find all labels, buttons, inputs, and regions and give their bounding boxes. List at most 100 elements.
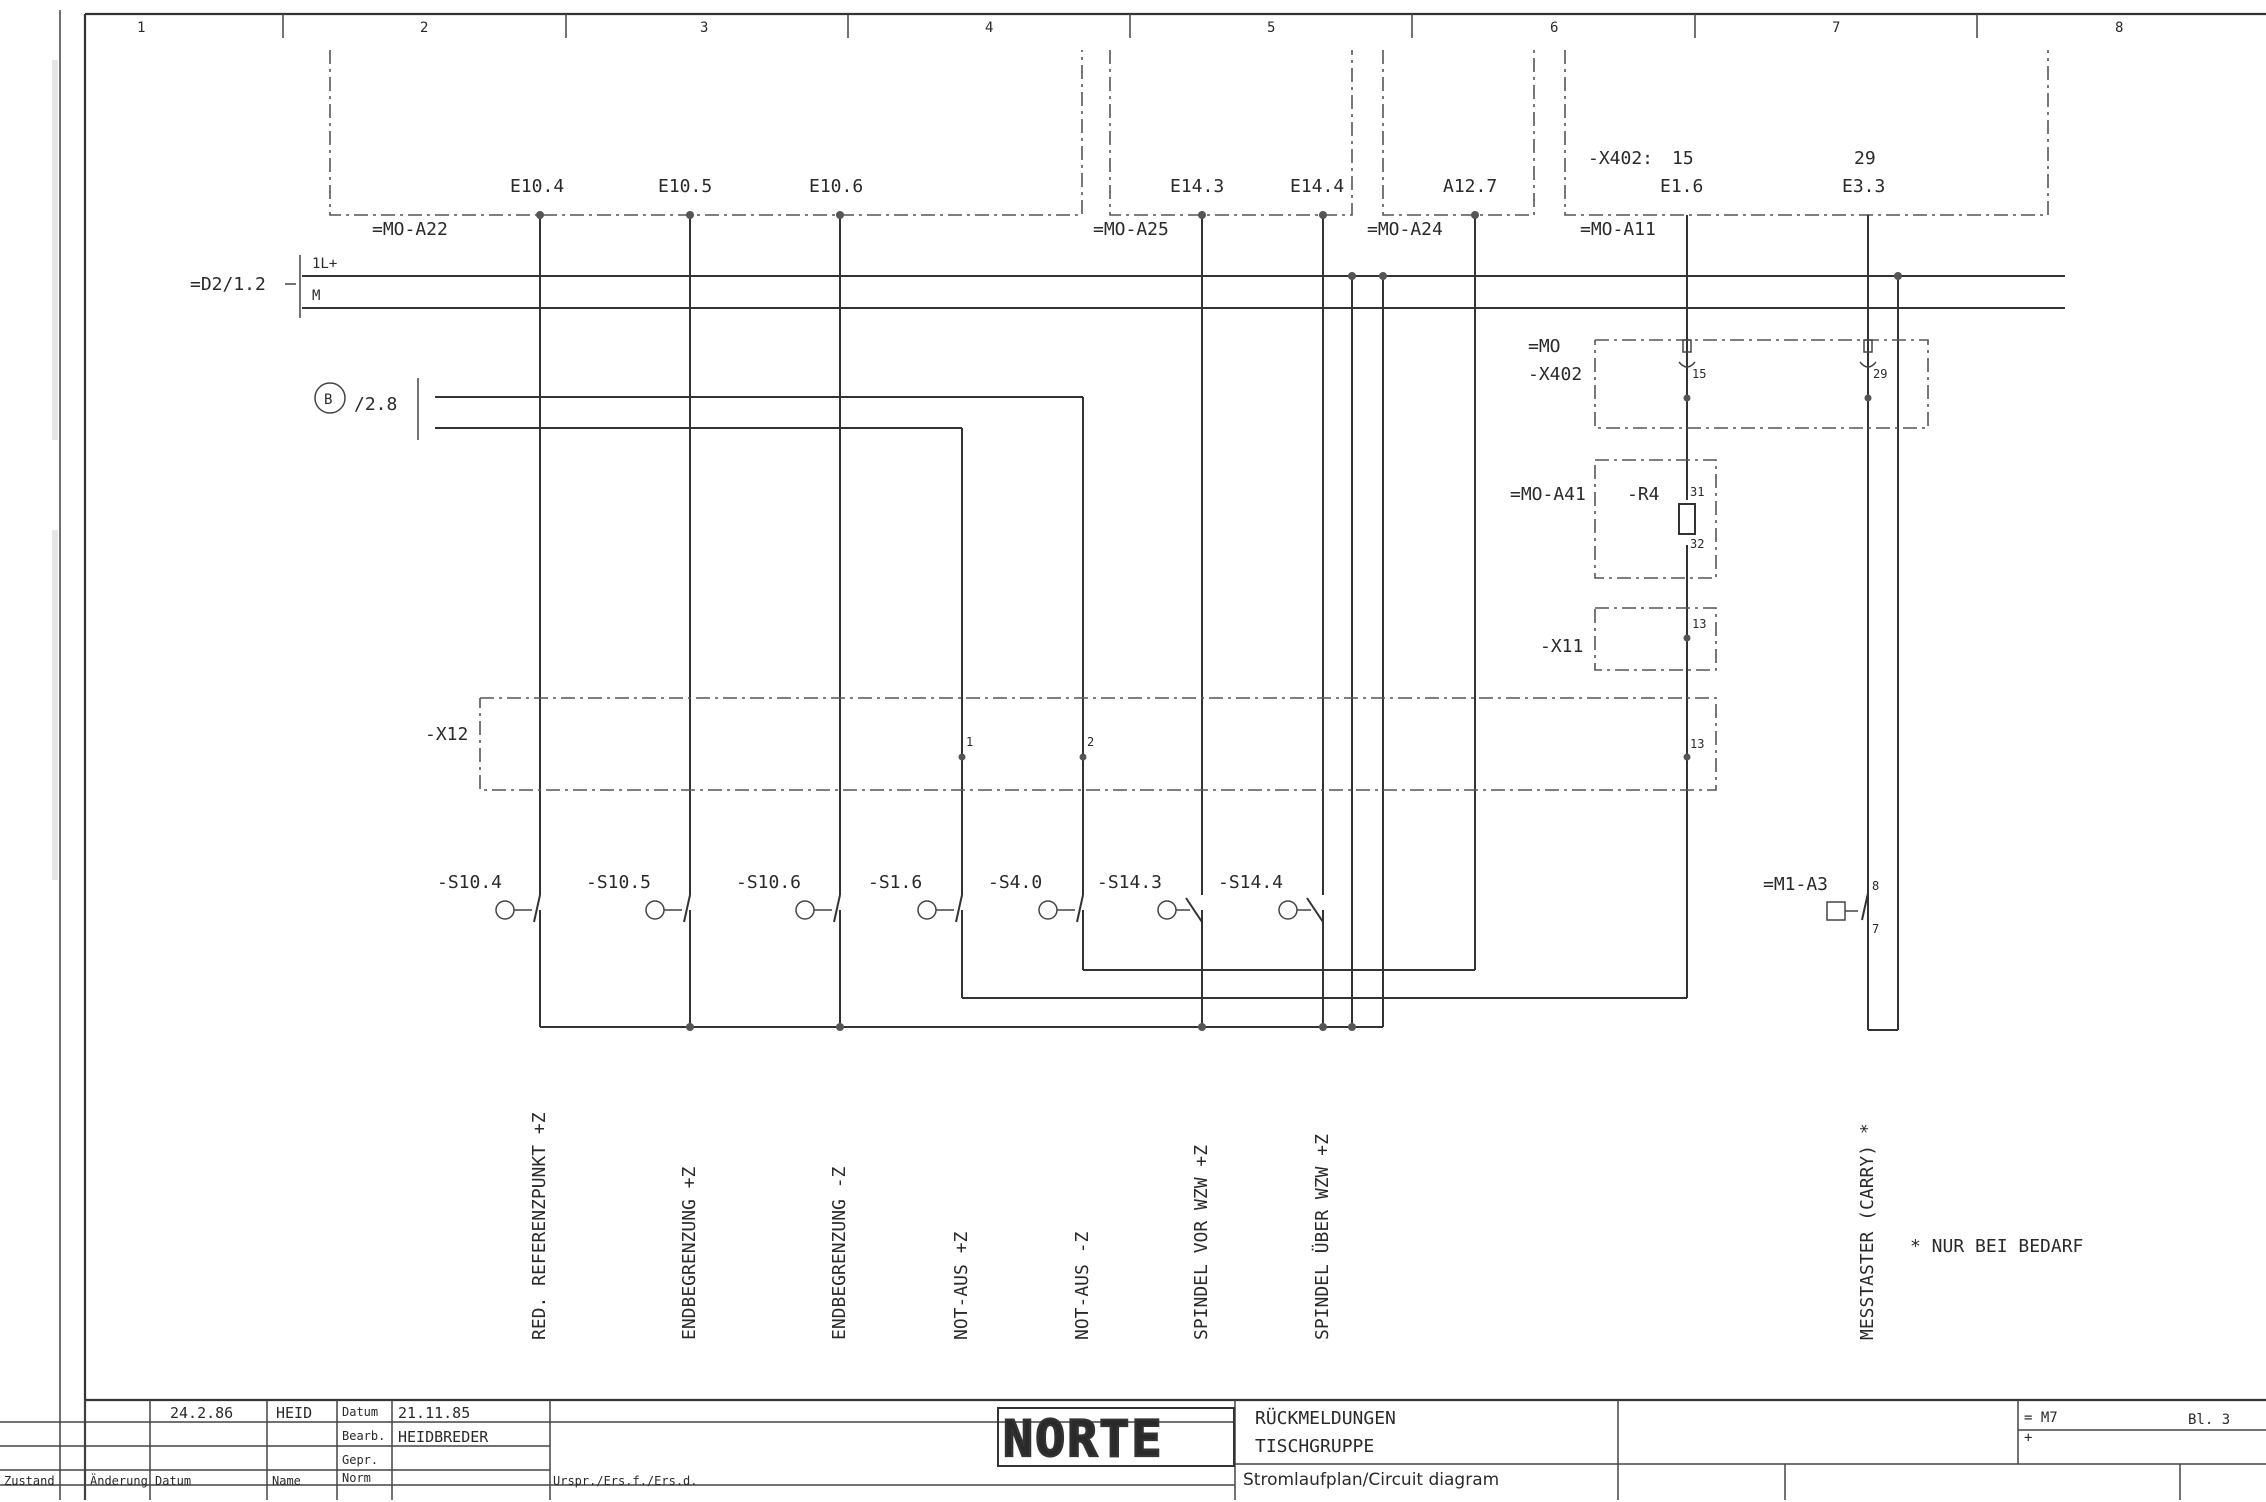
function-label: NOT-AUS +Z — [951, 1231, 972, 1340]
terminal-x12: -X12 1 2 13 — [425, 697, 1717, 791]
input-label: E10.5 — [658, 176, 712, 197]
function-labels: RED. REFERENZPUNKT +Z ENDBEGRENZUNG +Z E… — [529, 1112, 2083, 1340]
switch-s10-6: -S10.6 — [736, 872, 841, 923]
column-number: 3 — [700, 20, 708, 36]
function-label: SPINDEL ÜBER WZW +Z — [1311, 1134, 1333, 1340]
function-label: ENDBEGRENZUNG -Z — [829, 1166, 850, 1340]
switch-label: -S14.4 — [1218, 872, 1283, 893]
terminal-label: -X11 — [1540, 636, 1583, 657]
pin-label: 29 — [1873, 367, 1887, 381]
title-line-2: TISCHGRUPPE — [1255, 1436, 1374, 1457]
function-label: ENDBEGRENZUNG +Z — [679, 1166, 700, 1340]
datum-value: 21.11.85 — [398, 1404, 470, 1422]
supply-rails: =D2/1.2 1L+ M — [190, 255, 2065, 318]
module-box-a25: =MO-A25 — [1093, 50, 1353, 240]
input-label: E14.3 — [1170, 176, 1224, 197]
bearb-label: Bearb. — [342, 1429, 385, 1443]
sheet-number: Bl. 3 — [2188, 1412, 2230, 1428]
switch-label: =M1-A3 — [1763, 874, 1828, 895]
pin-label: 31 — [1690, 485, 1704, 499]
switch-label: -S1.6 — [868, 872, 922, 893]
document-type: Stromlaufplan/Circuit diagram — [1243, 1470, 1499, 1490]
function-label: SPINDEL VOR WZW +Z — [1191, 1145, 1212, 1340]
pin-label: 32 — [1690, 537, 1704, 551]
datum-label: Datum — [342, 1405, 378, 1419]
switch-s10-5: -S10.5 — [586, 872, 691, 923]
column-number: 1 — [137, 20, 145, 36]
junction-dots — [536, 211, 1902, 1031]
bearb-value: HEIDBREDER — [398, 1428, 489, 1446]
module-box-a22: =MO-A22 — [329, 50, 1083, 240]
column-number: 7 — [1832, 20, 1840, 36]
terminal-x402: =MO -X402 15 29 — [1528, 336, 1929, 429]
switch-label: -S10.5 — [586, 872, 651, 893]
rail-label-m: M — [312, 288, 320, 304]
cross-reference-letter: B — [324, 392, 332, 408]
function-label: NOT-AUS -Z — [1072, 1231, 1093, 1340]
switch-label: -S14.3 — [1097, 872, 1162, 893]
pin-label: 7 — [1872, 922, 1879, 936]
logo-frame — [997, 1407, 1235, 1467]
location-designation: + — [2024, 1430, 2032, 1446]
supply-reference: =D2/1.2 — [190, 274, 266, 295]
pin-label: 15 — [1692, 367, 1706, 381]
input-label: E3.3 — [1842, 176, 1885, 197]
terminal-label: =MO — [1528, 336, 1561, 357]
terminal-label: -X12 — [425, 724, 468, 745]
switch-s1-6: -S1.6 — [868, 872, 963, 923]
column-number: 4 — [985, 20, 993, 36]
change-date: 24.2.86 — [170, 1404, 233, 1422]
footnote: * NUR BEI BEDARF — [1910, 1236, 2083, 1257]
title-line-1: RÜCKMELDUNGEN — [1255, 1407, 1396, 1429]
switch-label: -S10.6 — [736, 872, 801, 893]
column-number: 6 — [1550, 20, 1558, 36]
change-name: HEID — [276, 1404, 312, 1422]
switch-s4-0: -S4.0 — [988, 872, 1084, 923]
norm-label: Norm — [342, 1471, 371, 1485]
module-box-a11: =MO-A11 — [1564, 50, 2049, 240]
datum-column-label: Datum — [155, 1474, 191, 1488]
module-label: =MO-A41 — [1510, 484, 1586, 505]
pin-label: 15 — [1672, 148, 1694, 169]
column-numbers: 1 2 3 4 5 6 7 8 — [137, 20, 2123, 36]
cross-reference-circle — [314, 382, 346, 414]
column-number: 5 — [1267, 20, 1275, 36]
switch-label: -S4.0 — [988, 872, 1042, 893]
cross-reference: B /2.8 — [314, 378, 1083, 440]
module-label: =MO-A24 — [1367, 219, 1443, 240]
pin-label: 29 — [1854, 148, 1876, 169]
switch-label: -S10.4 — [437, 872, 502, 893]
module-label: =MO-A25 — [1093, 219, 1169, 240]
conductors — [539, 215, 1899, 1031]
function-label: MESSTASTER (CARRY) * — [1857, 1123, 1878, 1340]
switch-s14-4: -S14.4 — [1218, 872, 1324, 923]
switch-s14-3: -S14.3 — [1097, 872, 1203, 923]
equipment-designation: = M7 — [2024, 1410, 2058, 1426]
input-labels: E10.4 E10.5 E10.6 E14.3 E14.4 A12.7 E1.6… — [510, 148, 1885, 197]
origin-label: Urspr./Ers.f./Ers.d. — [553, 1474, 698, 1488]
margin-print — [52, 60, 58, 880]
module-label: =MO-A22 — [372, 219, 448, 240]
sheet-frame — [59, 10, 2266, 1500]
switch-s10-4: -S10.4 — [437, 872, 541, 923]
x402-header-label: -X402: — [1588, 148, 1653, 169]
pin-label: 1 — [966, 735, 973, 749]
pin-label: 13 — [1690, 737, 1704, 751]
input-label: E10.4 — [510, 176, 564, 197]
cross-reference-target: /2.8 — [354, 394, 397, 415]
terminal-x11: -X11 13 — [1540, 607, 1717, 671]
pin-label: 13 — [1692, 617, 1706, 631]
title-block: 24.2.86 HEID Datum 21.11.85 Bearb. HEIDB… — [0, 1400, 2266, 1500]
pin-label: 8 — [1872, 879, 1879, 893]
module-label: =MO-A11 — [1580, 219, 1656, 240]
function-label: RED. REFERENZPUNKT +Z — [529, 1112, 550, 1340]
resistor-symbol — [1678, 503, 1696, 535]
zustand-label: Zustand — [4, 1474, 55, 1488]
rail-label-1l-plus: 1L+ — [312, 256, 337, 272]
column-number: 8 — [2115, 20, 2123, 36]
norte-logo: NORTE — [1003, 1410, 1164, 1468]
device-label: -R4 — [1627, 484, 1660, 505]
name-column-label: Name — [272, 1474, 301, 1488]
column-number: 2 — [420, 20, 428, 36]
